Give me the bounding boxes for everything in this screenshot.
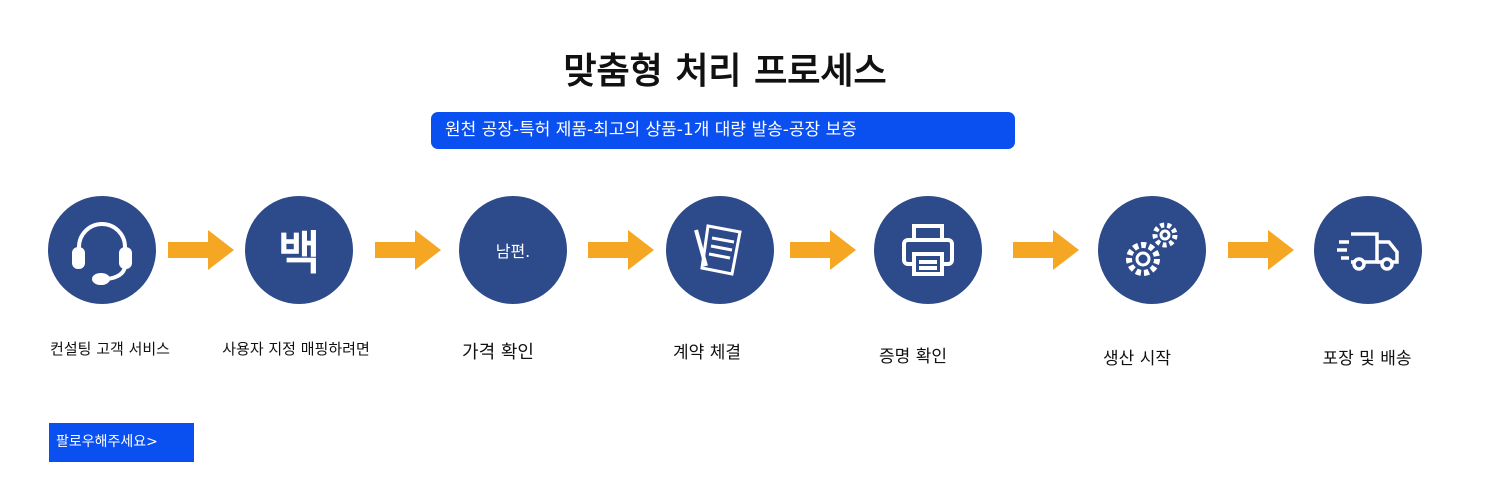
step-label: 컨설팅 고객 서비스: [50, 340, 170, 358]
arrow-icon: [790, 230, 856, 270]
step-circle-consulting: [48, 196, 156, 304]
step-label: 사용자 지정 매핑하려면: [222, 340, 370, 358]
step-circle-production: [1098, 196, 1206, 304]
gears-icon: [1126, 222, 1178, 276]
headset-icon: [72, 222, 132, 285]
step-label: 가격 확인: [462, 342, 534, 363]
truck-icon: [1337, 232, 1399, 271]
follow-button[interactable]: 팔로우해주세요>: [49, 423, 194, 462]
arrow-icon: [375, 230, 441, 270]
step-circle-custom: 백: [245, 196, 353, 304]
step-label: 포장 및 배송: [1322, 349, 1412, 369]
arrow-icon: [588, 230, 654, 270]
step-circle-contract: [666, 196, 774, 304]
step-label: 계약 체결: [673, 343, 741, 363]
feature-banner: 원천 공장-특허 제품-최고의 상품-1개 대량 발송-공장 보증: [431, 112, 1015, 149]
arrow-icon: [1013, 230, 1079, 270]
page-title: 맞춤형 처리 프로세스: [563, 51, 887, 92]
step-circle-proof: [874, 196, 982, 304]
printer-icon: [902, 224, 954, 276]
step-circle-shipping: [1314, 196, 1422, 304]
contract-icon: [694, 224, 742, 276]
step-circle-price: 남편.: [459, 196, 567, 304]
step-label: 생산 시작: [1103, 349, 1171, 369]
step-label: 증명 확인: [879, 347, 947, 367]
arrow-icon: [168, 230, 234, 270]
arrow-icon: [1228, 230, 1294, 270]
